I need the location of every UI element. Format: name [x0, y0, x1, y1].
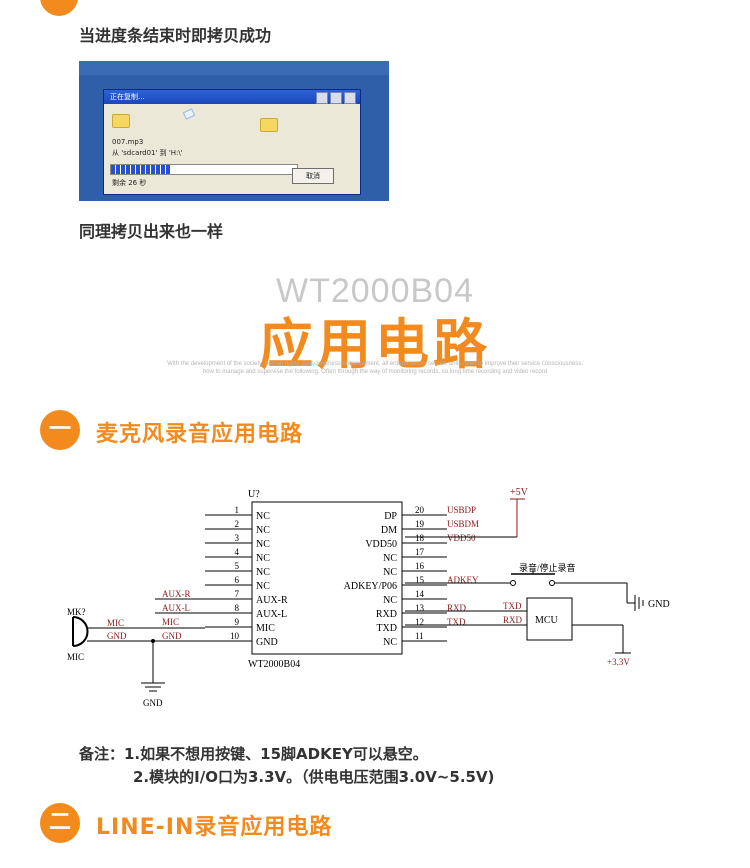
mic-gnd-label: GND [107, 631, 127, 641]
file-name: 007.mp3 [112, 138, 144, 146]
model-watermark: WT2000B04 [276, 272, 474, 310]
pin-name: RXD [376, 609, 397, 620]
gnd-label: GND [143, 698, 163, 708]
note-line: 备注：1.如果不想用按键、15脚ADKEY可以悬空。 [79, 745, 428, 763]
mic-label: MIC [67, 652, 84, 662]
pin-number: 8 [235, 603, 240, 613]
net-label: USBDM [447, 519, 479, 529]
pin-name: ADKEY/P06 [344, 581, 397, 592]
pin-name: MIC [256, 623, 275, 634]
folder-icon [260, 118, 278, 132]
remaining-time: 剩余 26 秒 [112, 179, 147, 187]
chip-body [251, 501, 403, 655]
pin-number: 18 [415, 533, 425, 543]
section-number-badge: 一 [40, 410, 80, 450]
net-label: MIC [162, 617, 179, 627]
dialog-title: 正在复制... [104, 90, 360, 104]
pin-number: 11 [415, 631, 424, 641]
folder-icon [112, 114, 130, 128]
net-label: GND [162, 631, 182, 641]
vcc-5v-label: +5V [510, 487, 529, 498]
record-key-label: 录音/停止录音 [519, 562, 576, 573]
pin-name: TXD [376, 623, 397, 634]
pin-name: NC [383, 595, 397, 606]
copy-path: 从 'sdcard01' 到 'H:\' [112, 149, 183, 157]
pin-name: NC [383, 567, 397, 578]
mcu-txd-label: TXD [503, 601, 522, 611]
section-title: LINE-IN录音应用电路 [96, 815, 333, 840]
pin-name: VDD50 [365, 539, 397, 550]
net-label: RXD [447, 603, 467, 613]
chip-ref: U? [248, 489, 260, 500]
pin-number: 16 [415, 561, 425, 571]
pin-number: 14 [415, 589, 425, 599]
pin-name: NC [256, 553, 270, 564]
section-title: 麦克风录音应用电路 [96, 422, 304, 447]
mcu-rxd-label: RXD [503, 615, 523, 625]
instruction-text: 当进度条结束时即拷贝成功 [79, 26, 272, 45]
pin-name: NC [383, 553, 397, 564]
flying-file-icon [182, 108, 196, 120]
copy-dialog-screenshot: 正在复制... 007.mp3 从 'sdcard01' 到 'H:\' 剩余 … [79, 61, 389, 201]
pin-name: NC [383, 637, 397, 648]
net-label: AUX-R [162, 589, 191, 599]
pin-name: DM [381, 525, 397, 536]
pin-name: DP [384, 511, 397, 522]
mic-net-label: MIC [107, 618, 124, 628]
progress-bar [110, 164, 298, 175]
copy-dialog: 正在复制... 007.mp3 从 'sdcard01' 到 'H:\' 剩余 … [103, 89, 361, 195]
gnd-label: GND [648, 599, 670, 610]
page-title: 应用电路 [259, 313, 491, 376]
english-tagline: how to manage and supervise the followin… [202, 369, 548, 375]
vcc-33-label: +3.3V [607, 657, 630, 667]
pin-number: 6 [235, 575, 240, 585]
pin-number: 17 [415, 547, 425, 557]
pin-name: AUX-L [256, 609, 287, 620]
circuit-schematic: U? WT2000B04 1NC2NC3NC4NC5NC6NC7AUX-RAUX… [67, 487, 670, 708]
pin-name: NC [256, 581, 270, 592]
net-label: USBDP [447, 505, 476, 515]
instruction-text: 同理拷贝出来也一样 [79, 222, 224, 241]
mic-ref: MK? [67, 607, 86, 617]
pin-number: 3 [235, 533, 240, 543]
net-label: ADKEY [447, 575, 479, 585]
pin-number: 20 [415, 505, 425, 515]
pin-name: NC [256, 511, 270, 522]
pin-number: 7 [235, 589, 240, 599]
net-label: AUX-L [162, 603, 190, 613]
english-tagline: With the development of the society, hum… [167, 361, 583, 367]
note-line: 2.模块的I/O口为3.3V。（供电电压范围3.0V~5.5V) [133, 768, 495, 786]
microphone-symbol [72, 616, 89, 647]
chip-part: WT2000B04 [248, 659, 300, 670]
section-badge [40, 0, 78, 16]
section-number-badge: 二 [40, 803, 80, 843]
pin-number: 2 [235, 519, 240, 529]
pin-number: 19 [415, 519, 425, 529]
window-controls [316, 92, 356, 104]
pin-name: GND [256, 637, 278, 648]
mcu-label: MCU [535, 615, 559, 626]
pin-name: NC [256, 539, 270, 550]
pin-number: 15 [415, 575, 425, 585]
pin-number: 9 [235, 617, 240, 627]
pin-number: 4 [235, 547, 240, 557]
net-label: TXD [447, 617, 466, 627]
pin-number: 12 [415, 617, 424, 627]
pin-name: NC [256, 525, 270, 536]
mcu-box [526, 597, 573, 641]
pin-name: AUX-R [256, 595, 288, 606]
pin-number: 5 [235, 561, 240, 571]
pin-name: NC [256, 567, 270, 578]
pin-number: 1 [235, 505, 240, 515]
cancel-button[interactable]: 取消 [292, 168, 334, 184]
net-label: VDD50 [447, 533, 476, 543]
pin-number: 10 [230, 631, 240, 641]
pin-number: 13 [415, 603, 425, 613]
